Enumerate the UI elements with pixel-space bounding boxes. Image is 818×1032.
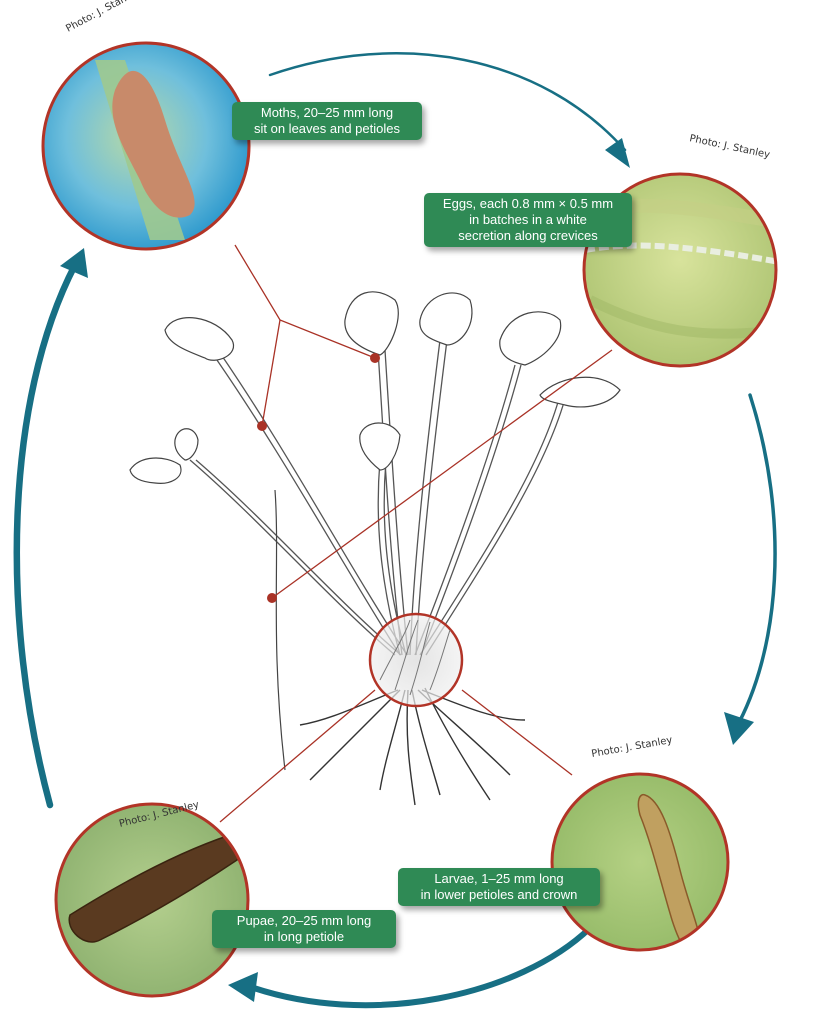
moths-photo-credit: Photo: J. Stanley — [64, 0, 142, 35]
eggs-photo: Photo: J. Stanley — [580, 133, 780, 370]
moths-label-line-1: Moths, 20–25 mm long — [240, 105, 414, 121]
plant-illustration — [130, 292, 620, 805]
larvae-photo: Photo: J. Stanley — [550, 735, 730, 957]
crown-highlight — [370, 614, 462, 706]
leaf-blades — [130, 292, 620, 484]
pupae-label-line-2: in long petiole — [220, 929, 388, 945]
petioles — [190, 340, 566, 655]
eggs-label-line-2: in batches in a white — [432, 212, 624, 228]
eggs-label-line-3: secretion along crevices — [432, 228, 624, 244]
pupae-photo: Photo: J. Stanley — [56, 799, 248, 996]
larvae-photo-credit: Photo: J. Stanley — [591, 735, 674, 760]
side-shoot — [275, 490, 285, 770]
arrow-eggs-to-larvae — [735, 395, 775, 730]
moths-label-line-2: sit on leaves and petioles — [240, 121, 414, 137]
arrowhead-larvae — [724, 712, 754, 745]
arrowhead-eggs — [605, 138, 630, 168]
larvae-label: Larvae, 1–25 mm long in lower petioles a… — [398, 868, 600, 906]
eggs-photo-credit: Photo: J. Stanley — [688, 133, 771, 161]
moths-photo: Photo: J. Stanley — [40, 0, 255, 255]
pupae-label-line-1: Pupae, 20–25 mm long — [220, 913, 388, 929]
arrowhead-pupae — [228, 972, 258, 1002]
pupae-label: Pupae, 20–25 mm long in long petiole — [212, 910, 396, 948]
eggs-label-line-1: Eggs, each 0.8 mm × 0.5 mm — [432, 196, 624, 212]
pointer-dots — [257, 353, 380, 603]
larvae-label-line-1: Larvae, 1–25 mm long — [406, 871, 592, 887]
moths-label: Moths, 20–25 mm long sit on leaves and p… — [232, 102, 422, 140]
larvae-label-line-2: in lower petioles and crown — [406, 887, 592, 903]
arrow-pupae-to-moths — [17, 265, 75, 805]
eggs-label: Eggs, each 0.8 mm × 0.5 mm in batches in… — [424, 193, 632, 247]
